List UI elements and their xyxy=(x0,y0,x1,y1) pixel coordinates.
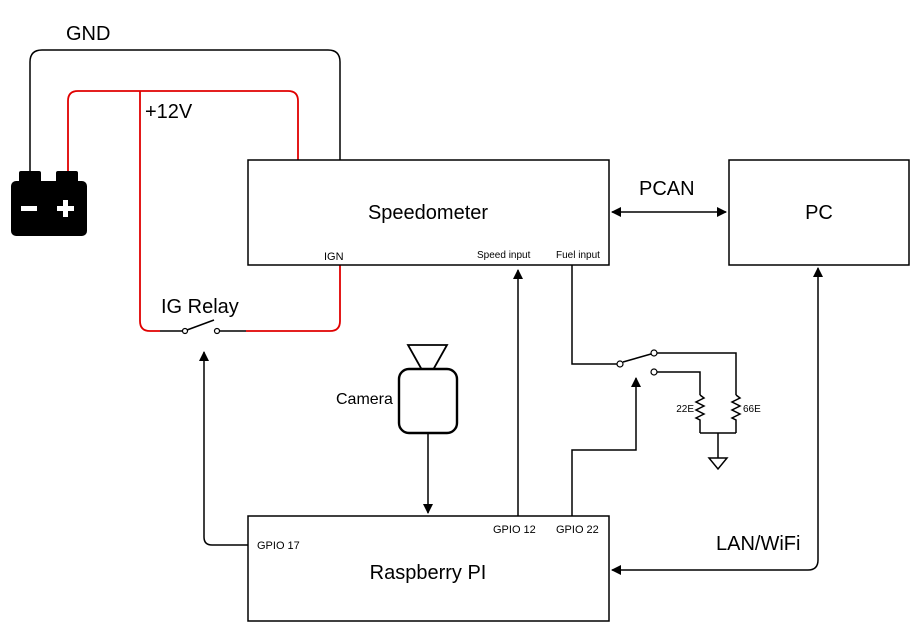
plus12v-label: +12V xyxy=(145,101,193,123)
gnd-label: GND xyxy=(66,23,110,45)
pc-box xyxy=(728,159,910,266)
resistor-66e-wire xyxy=(657,352,737,395)
gpio22-wire xyxy=(571,377,641,516)
gpio12-label: GPIO 12 xyxy=(493,524,536,536)
camera-label: Camera xyxy=(336,391,393,408)
gpio22-label: GPIO 22 xyxy=(556,524,599,536)
speedometer-box xyxy=(247,159,610,266)
gnd-wire xyxy=(29,49,341,172)
ig-relay-switch xyxy=(160,319,246,335)
resistor-22e-label: 22E xyxy=(676,404,694,415)
battery-icon xyxy=(11,171,87,236)
speedometer-title: Speedometer xyxy=(368,202,488,224)
plus12v-wire xyxy=(67,90,299,172)
lan-wifi-label: LAN/WiFi xyxy=(716,533,800,555)
raspberry-pi-box xyxy=(247,515,610,622)
raspberry-pi-title: Raspberry PI xyxy=(370,562,487,584)
resistor-join-wire xyxy=(700,432,736,458)
pcan-label: PCAN xyxy=(639,178,695,200)
relay-feed-wire xyxy=(139,91,160,332)
resistor-22e xyxy=(694,394,706,433)
pc-title: PC xyxy=(805,202,833,224)
fuel-input-label: Fuel input xyxy=(556,250,600,261)
resistor-22e-wire xyxy=(657,371,701,395)
fuel-signal-wire xyxy=(571,265,617,365)
speed-input-label: Speed input xyxy=(477,250,531,261)
ign-label: IGN xyxy=(324,251,344,263)
ig-relay-label: IG Relay xyxy=(161,296,239,318)
resistor-66e xyxy=(730,394,742,433)
camera-icon xyxy=(397,344,459,435)
lan-wifi-link xyxy=(611,267,823,575)
gpio17-label: GPIO 17 xyxy=(257,540,300,552)
gpio17-wire xyxy=(199,351,248,546)
ign-wire xyxy=(246,265,341,332)
ground-icon xyxy=(707,457,729,471)
fuel-select-switch xyxy=(616,349,658,376)
resistor-66e-label: 66E xyxy=(743,404,761,415)
